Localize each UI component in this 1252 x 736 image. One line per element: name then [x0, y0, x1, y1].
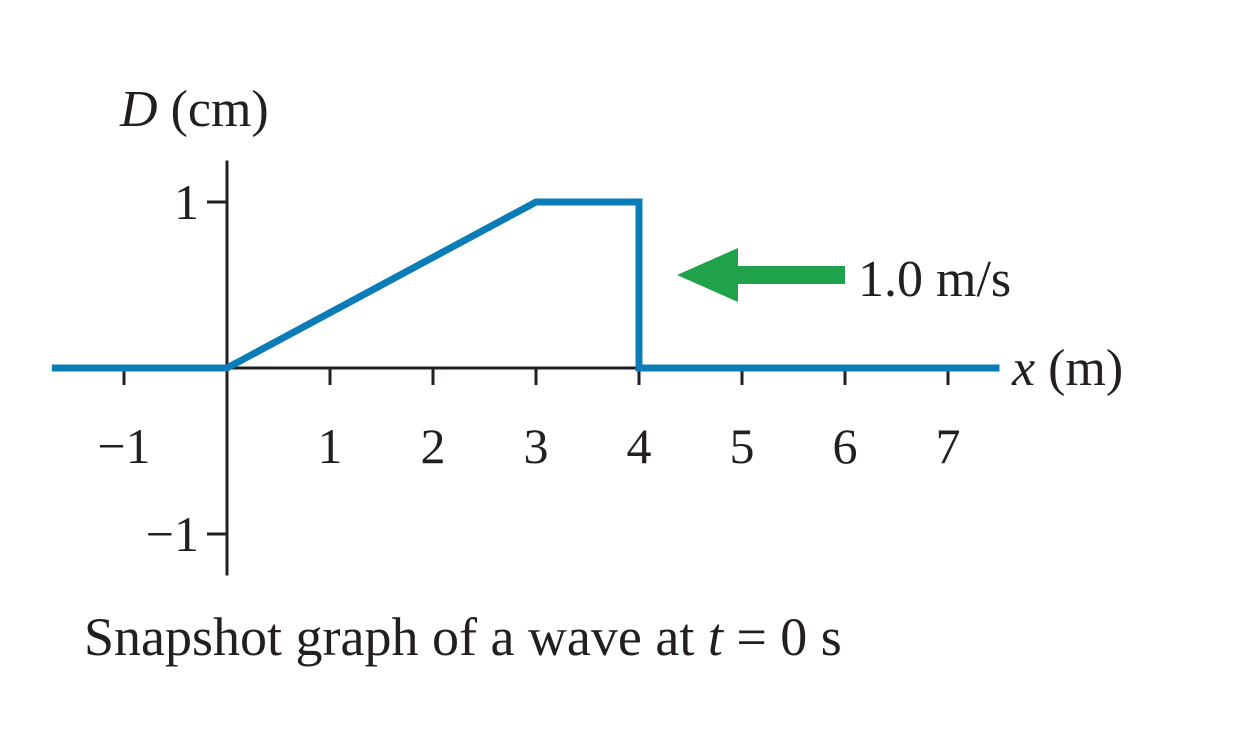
chart-caption: Snapshot graph of a wave at t = 0 s	[84, 607, 842, 667]
x-tick-label: −1	[97, 418, 150, 474]
x-tick-label: 6	[833, 418, 858, 474]
y-axis-unit: (cm)	[171, 81, 269, 138]
x-tick-label: 1	[318, 418, 343, 474]
y-tick-label: 1	[174, 174, 199, 230]
x-axis-variable: x	[1011, 340, 1035, 397]
velocity-label: 1.0 m/s	[858, 251, 1011, 308]
caption-suffix: = 0 s	[723, 607, 842, 667]
x-tick-label: 7	[936, 418, 961, 474]
caption-prefix: Snapshot graph of a wave at	[84, 607, 708, 667]
y-axis-variable: D	[119, 81, 158, 138]
x-axis-unit: (m)	[1048, 340, 1123, 397]
x-tick-label: 5	[730, 418, 755, 474]
caption-variable: t	[708, 607, 725, 667]
x-tick-label: 2	[421, 418, 446, 474]
wave-series-line	[51, 198, 1000, 372]
ticks: −1 1 2 3 4 5 6 7 1 −1	[97, 174, 960, 562]
x-tick-label: 3	[524, 418, 549, 474]
series-layer	[51, 198, 1000, 372]
arrow-head-left	[677, 248, 738, 302]
y-axis-label: D (cm)	[119, 81, 269, 138]
velocity-arrow	[677, 248, 845, 302]
x-axis-label: x (m)	[1011, 340, 1123, 397]
y-tick-label: −1	[146, 506, 199, 562]
arrow-shaft	[728, 266, 845, 284]
x-tick-label: 4	[627, 418, 652, 474]
